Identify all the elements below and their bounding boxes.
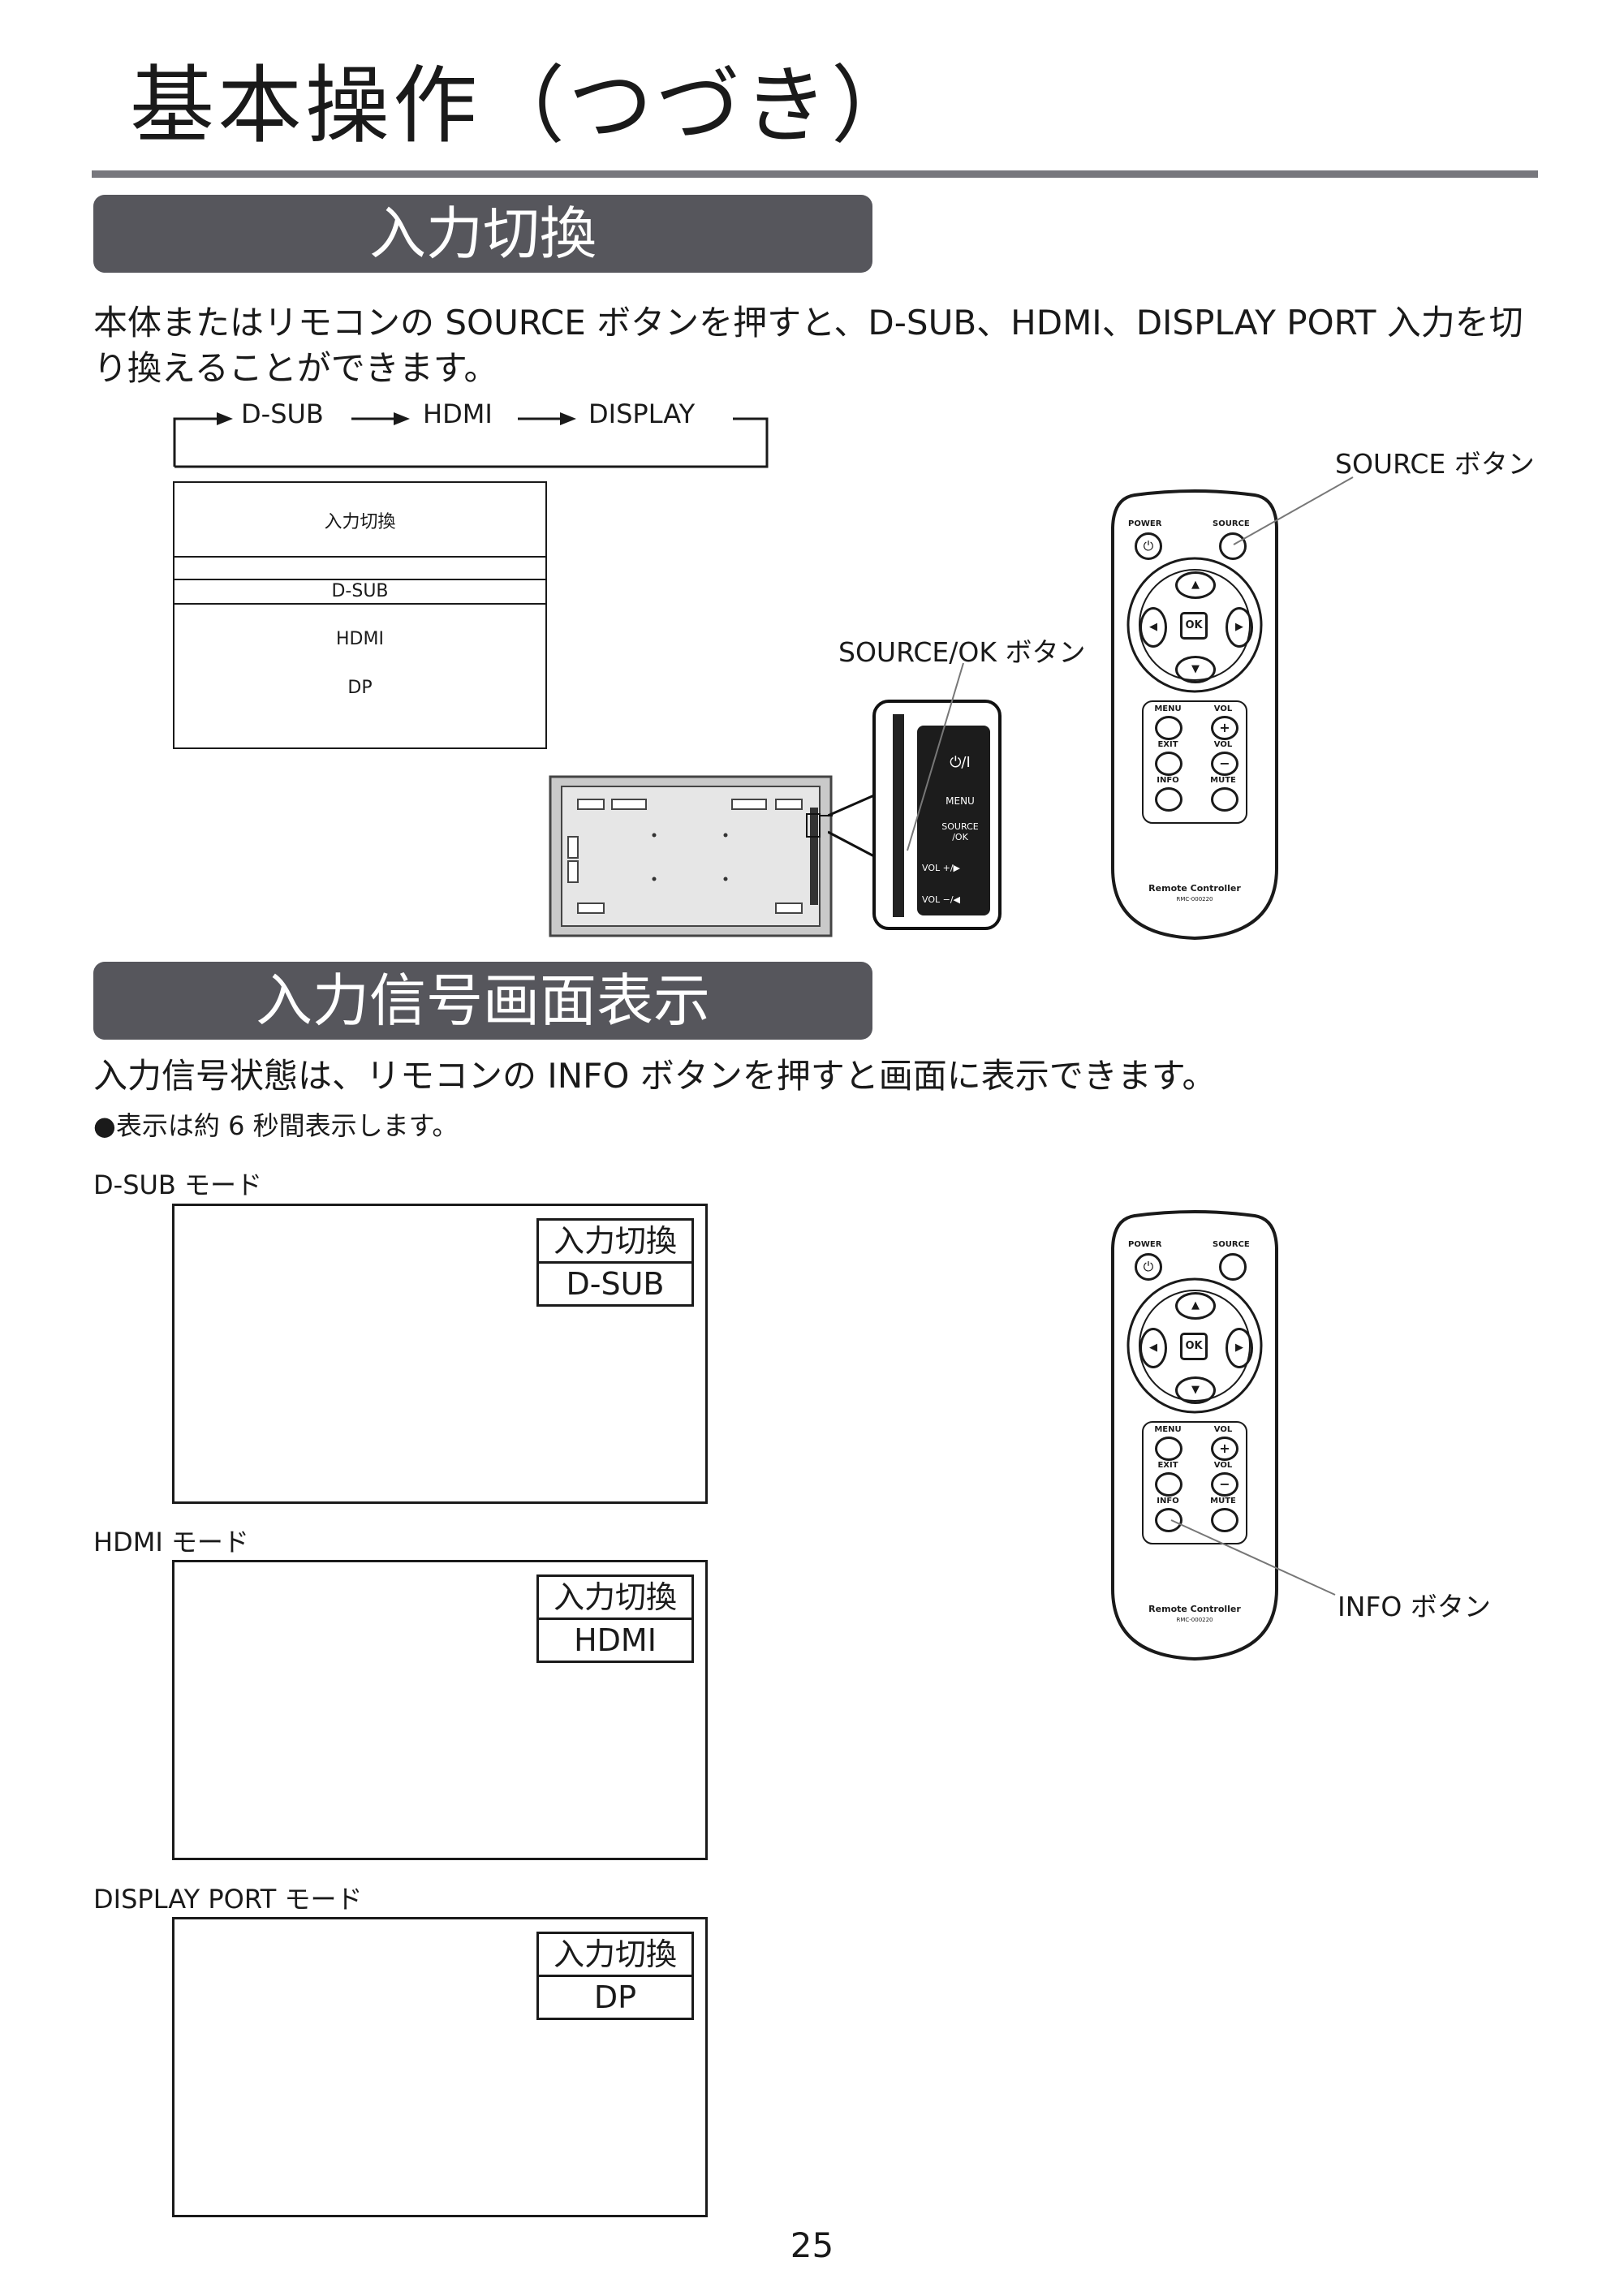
remote-body [1111, 489, 1278, 941]
remote2-power-button[interactable]: ⏻ [1135, 1253, 1162, 1281]
remote1-power-label: POWER [1128, 519, 1162, 528]
remote2-right-button[interactable]: ▶ [1226, 1328, 1253, 1368]
osd-displayport: 入力切換 DP [536, 1932, 694, 2020]
section-heading-input-signal-display: 入力信号画面表示 [93, 962, 872, 1040]
title-rule [92, 170, 1538, 178]
osd-hdmi-value: HDMI [539, 1618, 691, 1661]
osd-dsub-title: 入力切換 [553, 1223, 677, 1259]
panel-vol-up-label: VOL +/▶ [922, 863, 960, 873]
source-button-label: SOURCE ボタン [1335, 448, 1535, 480]
remote1-right-button[interactable]: ▶ [1226, 607, 1253, 648]
osd-dsub-value: D-SUB [539, 1261, 691, 1304]
mode-label-hdmi: HDMI モード [93, 1527, 249, 1557]
osd-displayport-title: 入力切換 [553, 1936, 677, 1972]
menu-option-dp[interactable]: DP [347, 678, 373, 698]
remote1-exit-label: EXIT [1157, 740, 1178, 749]
input-switch-menu: 入力切換 D-SUB HDMI DP [173, 481, 547, 749]
menu-title: 入力切換 [324, 512, 396, 532]
panel-menu-label: MENU [946, 795, 975, 807]
info-button-label: INFO ボタン [1338, 1591, 1491, 1622]
section1-description-line1: 本体またはリモコンの SOURCE ボタンを押すと、D-SUB、HDMI、DIS… [93, 303, 1523, 342]
info-callout-line [1170, 1519, 1336, 1596]
section1-description-line2: り換えることができます。 [93, 348, 498, 388]
panel-vol-down-label: VOL −/◀ [922, 894, 960, 905]
panel-source-label: SOURCE /OK [941, 821, 979, 842]
remote-controller-2: POWER SOURCE ⏻ ▲ ▼ ◀ ▶ OK MENU VOL + EXI… [1110, 1208, 1279, 1662]
remote1-brand: Remote Controller [1148, 883, 1241, 894]
osd-hdmi: 入力切換 HDMI [536, 1574, 694, 1663]
remote1-exit-button[interactable] [1155, 752, 1182, 776]
remote2-vol-down-button[interactable]: − [1211, 1472, 1238, 1497]
section2-note: ●表示は約 6 秒間表示します。 [93, 1110, 459, 1141]
menu-option-dsub[interactable]: D-SUB [173, 579, 547, 605]
osd-displayport-value: DP [539, 1975, 691, 2018]
remote2-left-button[interactable]: ◀ [1139, 1328, 1167, 1368]
remote-controller-1: POWER SOURCE ⏻ ▲ ▼ ◀ ▶ OK MENU VOL + EXI… [1110, 487, 1279, 941]
panel-power-label: ⏻/I [950, 754, 971, 771]
remote2-source-label: SOURCE [1213, 1240, 1250, 1249]
remote1-model: RMC-000220 [1176, 896, 1213, 902]
mode-label-displayport: DISPLAY PORT モード [93, 1884, 363, 1915]
remote2-ok-button[interactable]: OK [1180, 1333, 1208, 1360]
screen-displayport: 入力切換 DP [172, 1917, 708, 2217]
remote1-menu-button[interactable] [1155, 716, 1182, 740]
section-heading-input-switch: 入力切換 [93, 195, 872, 273]
remote1-ok-button[interactable]: OK [1180, 612, 1208, 640]
remote1-source-button[interactable] [1219, 532, 1247, 560]
osd-dsub: 入力切換 D-SUB [536, 1218, 694, 1307]
source-ok-callout-line [907, 662, 964, 851]
page-number: 25 [790, 2225, 834, 2265]
section2-description: 入力信号状態は、リモコンの INFO ボタンを押すと画面に表示できます。 [93, 1056, 1217, 1096]
remote2-down-button[interactable]: ▼ [1175, 1376, 1216, 1404]
source-ok-button-label: SOURCE/OK ボタン [838, 636, 1086, 668]
remote1-vol-down-button[interactable]: − [1211, 752, 1238, 776]
remote1-mute-button[interactable] [1211, 787, 1238, 812]
remote2-source-button[interactable] [1219, 1253, 1247, 1281]
mode-label-dsub: D-SUB モード [93, 1170, 263, 1200]
remote2-vol-label: VOL [1213, 1425, 1233, 1434]
remote1-power-button[interactable]: ⏻ [1135, 532, 1162, 560]
osd-hdmi-title: 入力切換 [553, 1579, 677, 1615]
cycle-item-dsub: D-SUB [241, 398, 324, 429]
remote1-vol-label-2: VOL [1213, 740, 1233, 749]
side-panel-zoom [828, 700, 1002, 930]
remote2-menu-button[interactable] [1155, 1437, 1182, 1461]
source-callout-line [1233, 476, 1354, 545]
remote1-mute-label: MUTE [1210, 776, 1236, 785]
remote1-up-button[interactable]: ▲ [1175, 571, 1216, 599]
screen-hdmi: 入力切換 HDMI [172, 1560, 708, 1860]
remote2-info-button[interactable] [1155, 1508, 1182, 1532]
remote2-mute-label: MUTE [1210, 1497, 1236, 1506]
menu-option-hdmi[interactable]: HDMI [336, 629, 384, 649]
monitor-rear-view [549, 775, 833, 937]
remote1-left-button[interactable]: ◀ [1139, 607, 1167, 648]
page-title: 基本操作（つづき） [130, 56, 920, 155]
remote2-vol-up-button[interactable]: + [1211, 1437, 1238, 1461]
remote2-up-button[interactable]: ▲ [1175, 1292, 1216, 1320]
remote1-vol-up-button[interactable]: + [1211, 716, 1238, 740]
remote2-menu-label: MENU [1154, 1425, 1182, 1434]
screen-dsub: 入力切換 D-SUB [172, 1204, 708, 1504]
remote-body [1111, 1210, 1278, 1661]
remote1-down-button[interactable]: ▼ [1175, 656, 1216, 683]
cycle-item-display: DISPLAY [588, 398, 696, 429]
remote2-exit-button[interactable] [1155, 1472, 1182, 1497]
remote2-model: RMC-000220 [1176, 1617, 1213, 1623]
input-cycle-diagram [173, 412, 769, 468]
menu-divider [174, 556, 545, 558]
remote1-source-label: SOURCE [1213, 519, 1250, 528]
remote2-mute-button[interactable] [1211, 1508, 1238, 1532]
remote2-exit-label: EXIT [1157, 1461, 1178, 1470]
remote1-info-label: INFO [1157, 776, 1179, 785]
remote1-vol-label: VOL [1213, 704, 1233, 713]
cycle-item-hdmi: HDMI [423, 398, 493, 429]
remote1-info-button[interactable] [1155, 787, 1182, 812]
remote2-brand: Remote Controller [1148, 1604, 1241, 1614]
remote2-info-label: INFO [1157, 1497, 1179, 1506]
remote2-vol-label-2: VOL [1213, 1461, 1233, 1470]
remote2-power-label: POWER [1128, 1240, 1162, 1249]
remote1-menu-label: MENU [1154, 704, 1182, 713]
